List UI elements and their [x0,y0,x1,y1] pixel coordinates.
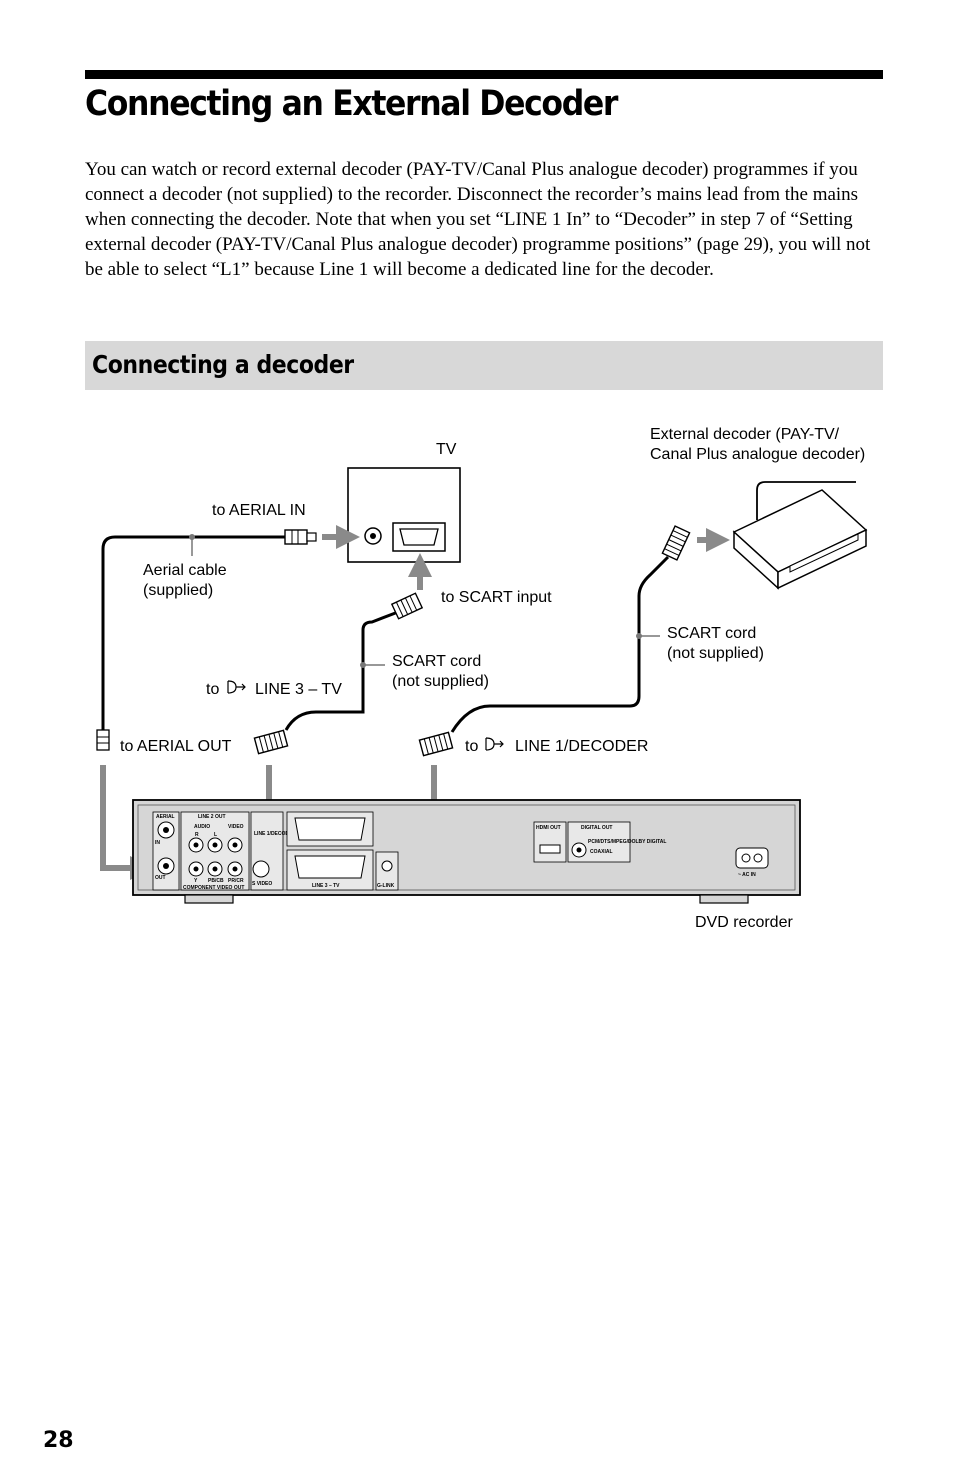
svg-text:IN: IN [155,840,160,846]
scart-cord-left-label: SCART cord [392,653,481,670]
decoder-label: External decoder (PAY-TV/ [650,426,840,443]
svg-text:AERIAL: AERIAL [156,814,175,820]
to-aerial-in-label: to AERIAL IN [212,502,306,519]
to-line1-prefix: to [465,738,478,755]
to-line3-label: LINE 3 – TV [255,681,342,698]
scart-cord-right [418,525,691,757]
scart-cord-right-note: (not supplied) [667,645,764,662]
svg-text:COAXIAL: COAXIAL [590,849,613,855]
page-title: Connecting an External Decoder [85,84,618,124]
tv-illustration [347,467,461,563]
line-input-icon [227,680,504,751]
to-scart-input-label: to SCART input [441,589,552,606]
to-line1-label: LINE 1/DECODER [515,738,648,755]
svg-text:LINE 2 OUT: LINE 2 OUT [198,814,226,820]
svg-text:VIDEO: VIDEO [228,824,244,830]
to-aerial-out-label: to AERIAL OUT [120,738,232,755]
svg-text:PR/CR: PR/CR [228,878,244,884]
decoder-label-line2: Canal Plus analogue decoder) [650,446,865,463]
aerial-cable-note: (supplied) [143,582,213,599]
tv-label: TV [436,441,457,458]
aerial-cable [96,529,317,751]
svg-text:Y: Y [194,878,198,884]
svg-text:AUDIO: AUDIO [194,824,210,830]
svg-text:LINE 3 – TV: LINE 3 – TV [312,883,340,889]
intro-paragraph: You can watch or record external decoder… [85,159,871,280]
svg-text:~ AC IN: ~ AC IN [738,872,756,878]
svg-text:OUT: OUT [155,875,166,881]
svg-text:S VIDEO: S VIDEO [252,881,272,887]
scart-cord-left [253,592,424,755]
dvd-recorder-panel: AERIAL IN OUT LINE 2 OUT AUDIO VIDEO R L… [132,799,801,904]
scart-cord-right-label: SCART cord [667,625,756,642]
to-line3-prefix: to [206,681,219,698]
svg-text:DIGITAL OUT: DIGITAL OUT [581,825,612,831]
aerial-cable-label: Aerial cable [143,562,227,579]
svg-text:G-LINK: G-LINK [377,883,395,889]
section-title: Connecting a decoder [92,350,354,379]
svg-text:COMPONENT VIDEO OUT: COMPONENT VIDEO OUT [183,885,244,891]
scart-cord-left-note: (not supplied) [392,673,489,690]
page-number: 28 [43,1428,74,1453]
dvd-recorder-label: DVD recorder [695,914,793,931]
decoder-illustration [732,481,868,590]
svg-text:PCM/DTS/MPEG/DOLBY DIGITAL: PCM/DTS/MPEG/DOLBY DIGITAL [588,839,666,845]
diagram-labels: TV to AERIAL IN Aerial cable (supplied) … [120,426,865,931]
svg-text:L: L [214,832,217,838]
svg-text:LINE 1/DECODER: LINE 1/DECODER [254,831,296,837]
svg-text:R: R [195,832,199,838]
svg-text:PB/CB: PB/CB [208,878,224,884]
section-header: Connecting a decoder [85,341,883,390]
top-rule [85,70,883,79]
svg-text:HDMI OUT: HDMI OUT [536,825,561,831]
